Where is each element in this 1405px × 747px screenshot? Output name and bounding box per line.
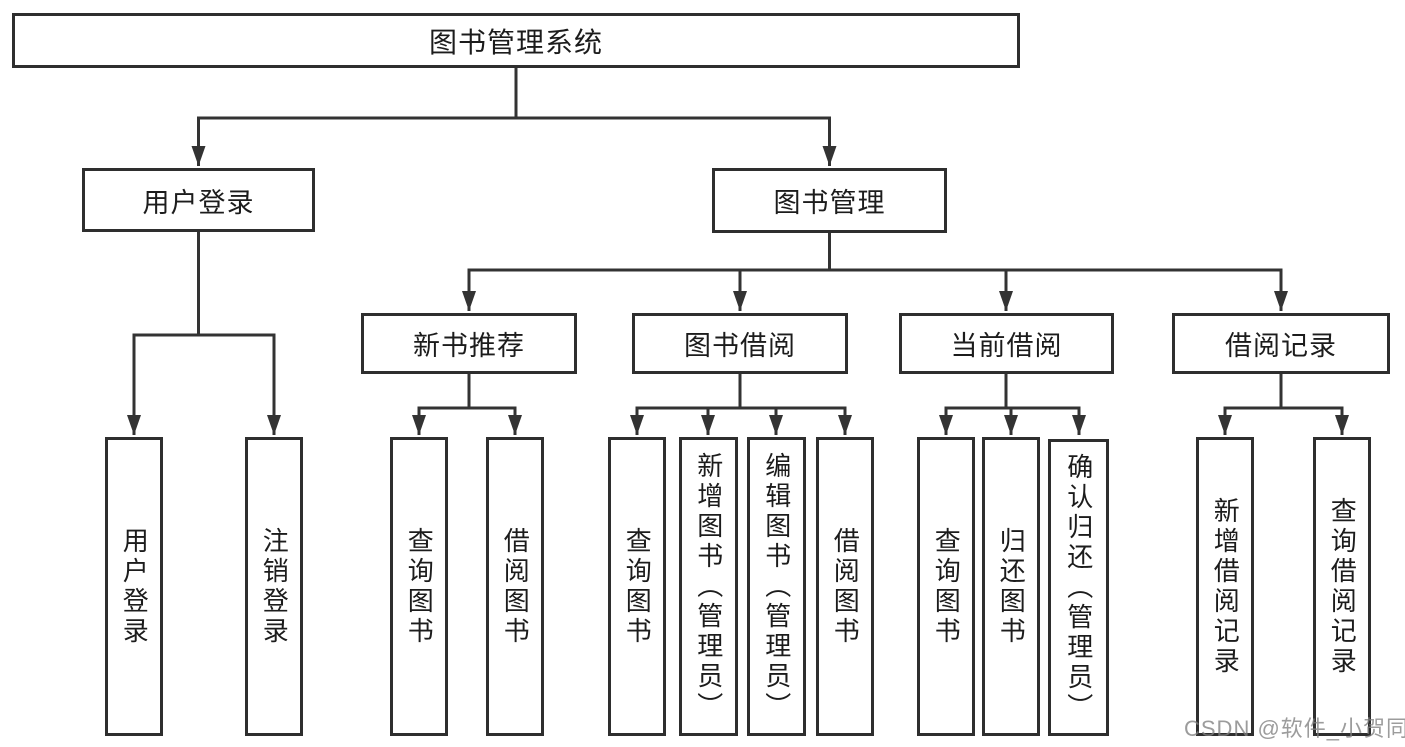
- node-label: 新书推荐: [413, 331, 525, 361]
- node-label: 查询借阅记录: [1327, 496, 1358, 677]
- node-label: 新增图书（管理员）: [693, 451, 724, 722]
- node-label: 当前借阅: [950, 331, 1063, 361]
- node-label: 查询图书: [931, 526, 962, 647]
- node-borrowing-records: 借阅记录: [1172, 313, 1390, 374]
- leaf-query-books: 查询图书: [608, 437, 666, 736]
- node-book-management: 图书管理: [712, 168, 947, 233]
- node-label: 用户登录: [119, 526, 150, 647]
- node-label: 编辑图书（管理员）: [761, 451, 792, 722]
- leaf-borrow-books: 借阅图书: [816, 437, 874, 736]
- leaf-borrow-books: 借阅图书: [486, 437, 544, 736]
- node-label: 图书借阅: [684, 331, 796, 361]
- node-label: 图书管理: [773, 188, 886, 218]
- node-label: 借阅图书: [830, 526, 861, 647]
- node-label: 图书管理系统: [428, 26, 603, 58]
- leaf-logout: 注销登录: [245, 437, 303, 736]
- node-label: 借阅记录: [1225, 331, 1337, 361]
- node-book-borrowing: 图书借阅: [632, 313, 848, 374]
- node-label: 新增借阅记录: [1210, 496, 1241, 677]
- node-new-book-recommendation: 新书推荐: [361, 313, 577, 374]
- node-label: 借阅图书: [500, 526, 531, 647]
- leaf-return-books: 归还图书: [982, 437, 1040, 736]
- node-label: 查询图书: [404, 526, 435, 647]
- node-user-login: 用户登录: [82, 168, 315, 232]
- node-library-management-system: 图书管理系统: [12, 13, 1020, 68]
- node-label: 用户登录: [142, 187, 255, 218]
- node-current-borrowing: 当前借阅: [899, 313, 1114, 374]
- node-label: 注销登录: [259, 526, 290, 647]
- leaf-query-borrow-record: 查询借阅记录: [1313, 437, 1371, 736]
- leaf-edit-books-admin: 编辑图书（管理员）: [747, 437, 806, 736]
- node-label: 确认归还（管理员）: [1063, 452, 1094, 723]
- leaf-user-login: 用户登录: [105, 437, 163, 736]
- leaf-query-books: 查询图书: [390, 437, 448, 736]
- csdn-watermark: CSDN @软件_小贺同学: [1184, 716, 1405, 741]
- leaf-add-borrow-record: 新增借阅记录: [1196, 437, 1254, 736]
- leaf-query-books: 查询图书: [917, 437, 975, 736]
- leaf-add-books-admin: 新增图书（管理员）: [679, 437, 738, 736]
- node-label: 归还图书: [996, 526, 1027, 647]
- node-label: 查询图书: [622, 526, 653, 647]
- leaf-confirm-return-admin: 确认归还（管理员）: [1048, 439, 1109, 736]
